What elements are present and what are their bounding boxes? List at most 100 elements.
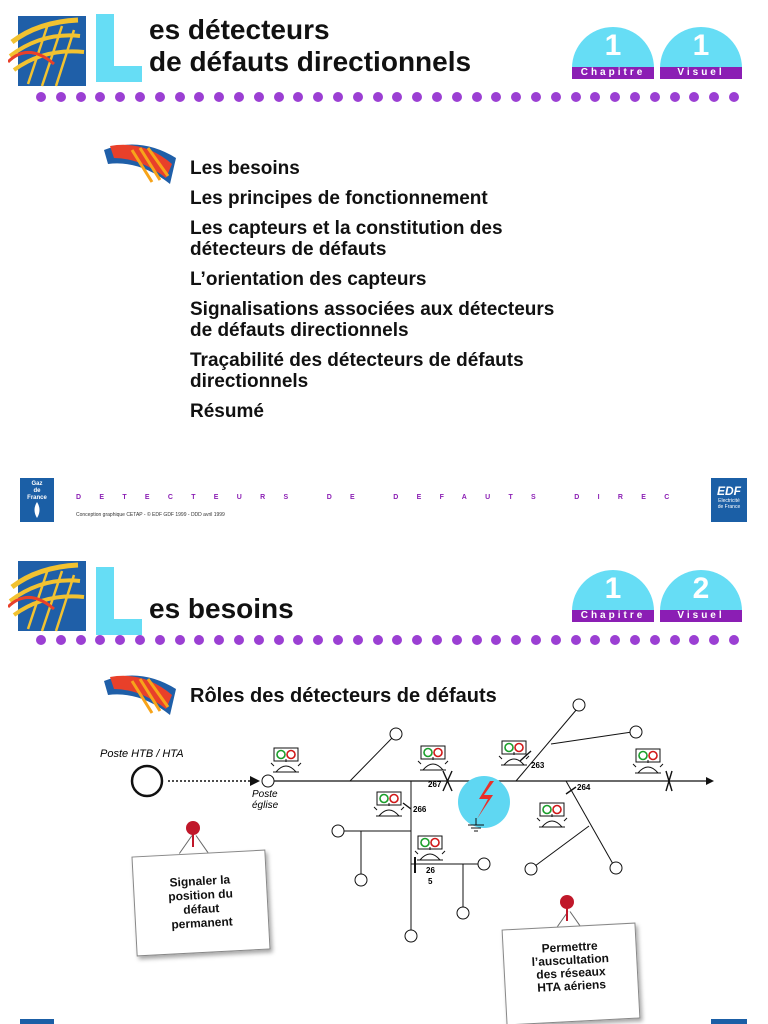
push-pin-icon xyxy=(566,907,568,921)
divider-dot xyxy=(669,92,680,102)
line-label: 267 xyxy=(428,780,442,789)
divider-dot xyxy=(689,635,700,645)
list-item: Résumé xyxy=(190,401,264,422)
divider-dot xyxy=(610,635,621,645)
divider-dot xyxy=(491,635,502,645)
divider-dot xyxy=(531,635,541,645)
divider-dot xyxy=(36,92,46,102)
divider-dot xyxy=(333,92,343,102)
divider-dot xyxy=(729,92,739,102)
edf-logo: EDF Electricité de France xyxy=(711,478,747,522)
line-label: 26 xyxy=(426,866,435,875)
divider-dot xyxy=(115,92,126,102)
divider-dot xyxy=(135,92,145,102)
divider-dot xyxy=(313,92,324,102)
divider-dot xyxy=(55,92,66,102)
divider-dot xyxy=(511,635,522,645)
divider-dot xyxy=(392,635,403,645)
divider-dot xyxy=(709,92,720,102)
divider-dot xyxy=(729,635,739,645)
divider-dot xyxy=(412,635,423,645)
divider-dot xyxy=(689,92,700,102)
divider-dot xyxy=(432,92,442,102)
divider-dot xyxy=(590,92,601,102)
divider-dot xyxy=(36,635,46,645)
divider-dot xyxy=(550,92,561,102)
divider-dot xyxy=(570,635,581,645)
network-diagram: Poste HTB / HTA Poste église 263 264 26 … xyxy=(100,698,714,943)
poste-eglise-label: Poste xyxy=(252,789,278,800)
divider-dot xyxy=(610,92,621,102)
footer-title: DETECTEURS DE DEFAUTS DIRECTIONNELS xyxy=(76,494,686,501)
divider-dot xyxy=(372,92,383,102)
divider-dot xyxy=(590,635,601,645)
slide-footer: Gaz de France DETECTEURS DE DEFAUTS DIRE… xyxy=(0,472,768,532)
edf-logo xyxy=(711,1019,747,1024)
divider-dot xyxy=(293,635,304,645)
divider-dot xyxy=(570,92,581,102)
line-label: 264 xyxy=(577,783,591,792)
divider-dot xyxy=(313,635,324,645)
divider-dot xyxy=(293,92,304,102)
agenda-list: Les besoins Les principes de fonctionnem… xyxy=(190,158,554,431)
divider-dot xyxy=(333,635,343,645)
line-label: 5 xyxy=(428,877,433,886)
divider-dot xyxy=(214,92,225,102)
company-logo-icon xyxy=(8,16,86,87)
footer-credit: Conception graphique CETAP - © EDF GDF 1… xyxy=(76,512,225,518)
poste-eglise-label: église xyxy=(252,800,279,811)
divider-dot xyxy=(234,635,244,645)
divider-dot xyxy=(214,635,225,645)
divider-dot xyxy=(649,92,660,102)
company-logo-icon xyxy=(8,561,86,632)
note-card-right: Permettre l’auscultation des réseaux HTA… xyxy=(501,922,641,1024)
push-pin-icon xyxy=(192,833,194,847)
divider-dot xyxy=(630,635,640,645)
push-pin-icon xyxy=(560,895,574,909)
flame-icon xyxy=(34,502,40,518)
arrow-swoosh-icon xyxy=(104,675,176,715)
divider-dot xyxy=(194,92,205,102)
divider-dot xyxy=(234,92,244,102)
divider-dot xyxy=(95,92,106,102)
divider-dot xyxy=(392,92,403,102)
section-subtitle: Rôles des détecteurs de défauts xyxy=(190,685,497,707)
divider-dot xyxy=(649,635,660,645)
divider-dot xyxy=(75,635,86,645)
list-item: L’orientation des capteurs xyxy=(190,269,427,290)
divider-dot xyxy=(154,92,165,102)
divider-dot xyxy=(491,92,502,102)
visual-badge: 2 Visuel xyxy=(660,570,742,622)
divider-dot xyxy=(709,635,720,645)
arrow-swoosh-icon xyxy=(104,144,176,184)
gaz-de-france-logo: Gaz de France xyxy=(20,478,54,522)
divider-dot xyxy=(630,92,640,102)
note-card-left: Signaler la position du défaut permanent xyxy=(131,849,271,957)
divider-dot xyxy=(432,635,442,645)
push-pin-icon xyxy=(186,821,200,835)
divider-dot xyxy=(135,635,145,645)
divider-dot xyxy=(55,635,66,645)
title-initial-letter xyxy=(96,14,144,82)
divider-dot xyxy=(471,92,482,102)
divider-dot xyxy=(412,92,423,102)
dotted-divider xyxy=(36,92,746,104)
list-item: Les besoins xyxy=(190,158,300,179)
divider-dot xyxy=(154,635,165,645)
gaz-de-france-logo xyxy=(20,1019,54,1024)
page-title: es besoins xyxy=(149,593,294,624)
divider-dot xyxy=(511,92,522,102)
divider-dot xyxy=(531,92,541,102)
divider-dot xyxy=(669,635,680,645)
divider-dot xyxy=(273,635,284,645)
list-item: Les principes de fonctionnement xyxy=(190,188,488,209)
divider-dot xyxy=(194,635,205,645)
slide-1: es détecteurs de défauts directionnels 1… xyxy=(0,14,768,532)
divider-dot xyxy=(95,635,106,645)
visual-badge: 1 Visuel xyxy=(660,27,742,79)
dotted-divider xyxy=(36,635,746,647)
divider-dot xyxy=(273,92,284,102)
divider-dot xyxy=(471,635,482,645)
divider-dot xyxy=(352,92,363,102)
